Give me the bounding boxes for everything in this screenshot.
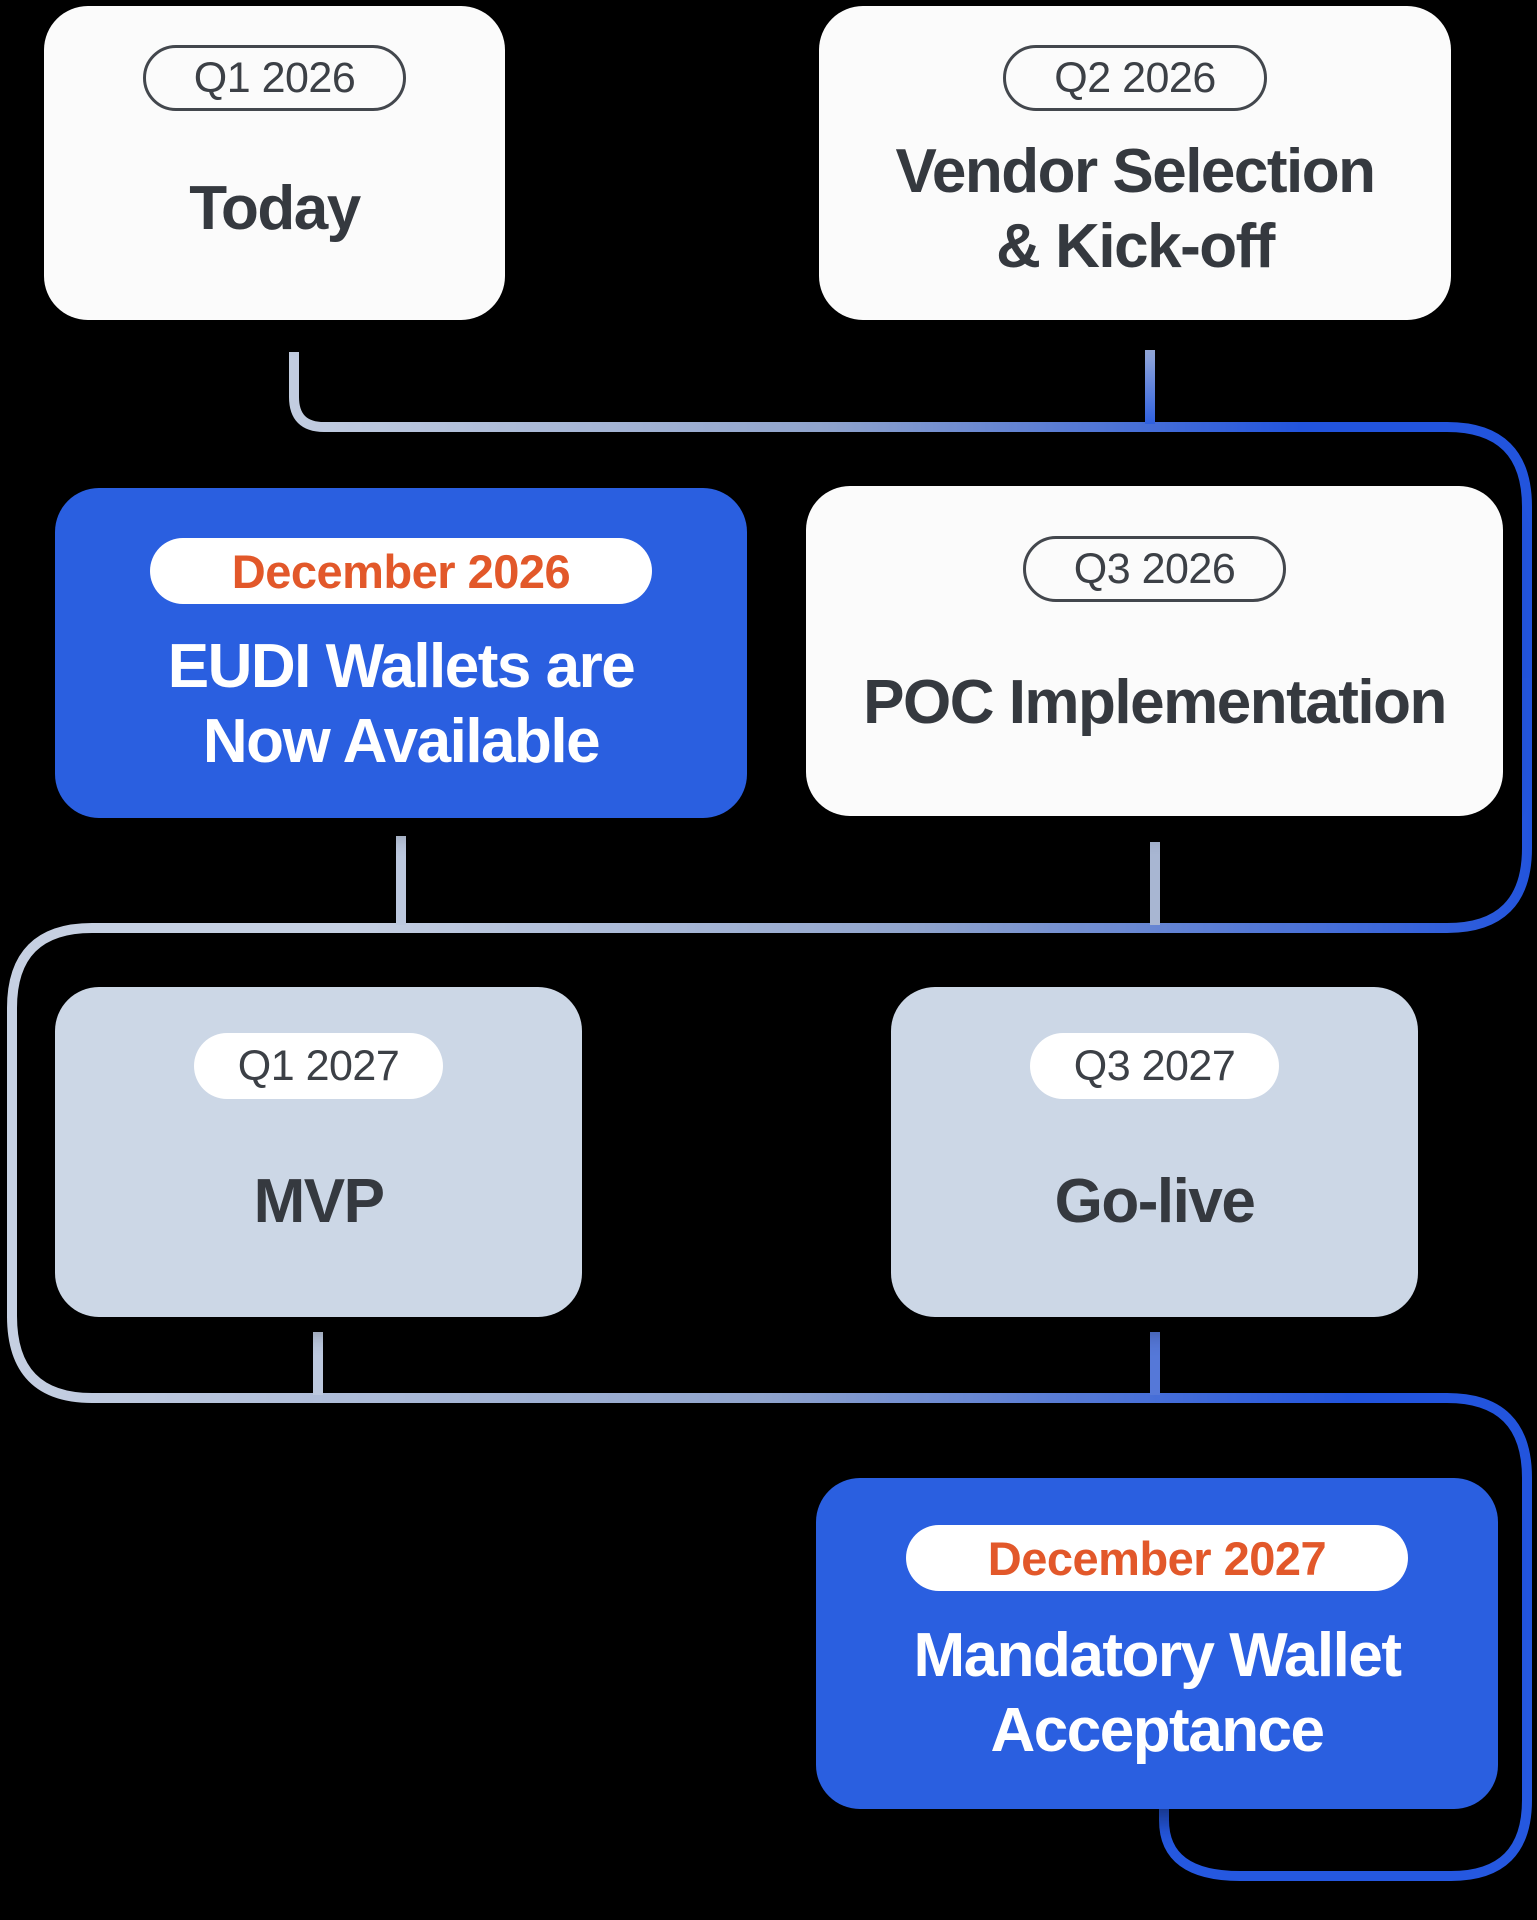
milestone-title: Vendor Selection & Kick-off bbox=[839, 111, 1431, 306]
milestone-card-poc-implementation: Q3 2026 POC Implementation bbox=[806, 486, 1503, 816]
title-line: Today bbox=[189, 174, 361, 243]
quarter-badge: Q3 2026 bbox=[1022, 536, 1287, 602]
quarter-badge-label: Q1 2026 bbox=[193, 53, 356, 102]
milestone-title: POC Implementation bbox=[826, 602, 1483, 802]
title-line: EUDI Wallets are bbox=[167, 632, 636, 701]
milestone-card-mandatory-acceptance: December 2027 Mandatory Wallet Acceptanc… bbox=[816, 1478, 1498, 1809]
quarter-badge-label: Q3 2026 bbox=[1073, 544, 1236, 593]
title-line: & Kick-off bbox=[996, 211, 1275, 281]
title-line: Go-live bbox=[1054, 1166, 1256, 1236]
quarter-badge: Q1 2027 bbox=[193, 1033, 444, 1099]
quarter-badge: Q3 2027 bbox=[1029, 1033, 1280, 1099]
title-line: Acceptance bbox=[990, 1696, 1325, 1765]
date-badge-label: December 2026 bbox=[231, 544, 571, 598]
title-line: Vendor Selection bbox=[895, 136, 1376, 206]
date-badge: December 2026 bbox=[149, 538, 653, 604]
connector-segment-bottom-wrap bbox=[1159, 1640, 1532, 1881]
connector-segment-top bbox=[289, 352, 1532, 680]
quarter-badge: Q2 2026 bbox=[1003, 45, 1267, 111]
milestone-title: MVP bbox=[75, 1099, 562, 1303]
milestone-title: EUDI Wallets are Now Available bbox=[75, 604, 727, 804]
quarter-badge-label: Q1 2027 bbox=[237, 1041, 400, 1090]
quarter-badge: Q1 2026 bbox=[142, 45, 407, 111]
connector-segment-right-to-left bbox=[7, 678, 1532, 1318]
milestone-title: Go-live bbox=[911, 1099, 1398, 1303]
milestone-card-go-live: Q3 2027 Go-live bbox=[891, 987, 1418, 1317]
date-badge-label: December 2027 bbox=[987, 1531, 1327, 1585]
milestone-card-eudi-wallets: December 2026 EUDI Wallets are Now Avail… bbox=[55, 488, 747, 818]
quarter-badge-label: Q2 2026 bbox=[1054, 53, 1216, 102]
title-line: POC Implementation bbox=[863, 667, 1447, 737]
milestone-card-mvp: Q1 2027 MVP bbox=[55, 987, 582, 1317]
title-line: Now Available bbox=[202, 707, 601, 776]
milestone-card-vendor-selection: Q2 2026 Vendor Selection & Kick-off bbox=[819, 6, 1451, 320]
quarter-badge-label: Q3 2027 bbox=[1073, 1041, 1236, 1090]
title-line: Mandatory Wallet bbox=[913, 1621, 1403, 1690]
milestone-card-today: Q1 2026 Today bbox=[44, 6, 505, 320]
date-badge: December 2027 bbox=[905, 1525, 1409, 1591]
milestone-title: Mandatory Wallet Acceptance bbox=[836, 1591, 1478, 1795]
connector-segment-left-to-right bbox=[7, 1315, 1532, 1642]
title-line: MVP bbox=[253, 1166, 385, 1236]
milestone-title: Today bbox=[64, 111, 485, 306]
